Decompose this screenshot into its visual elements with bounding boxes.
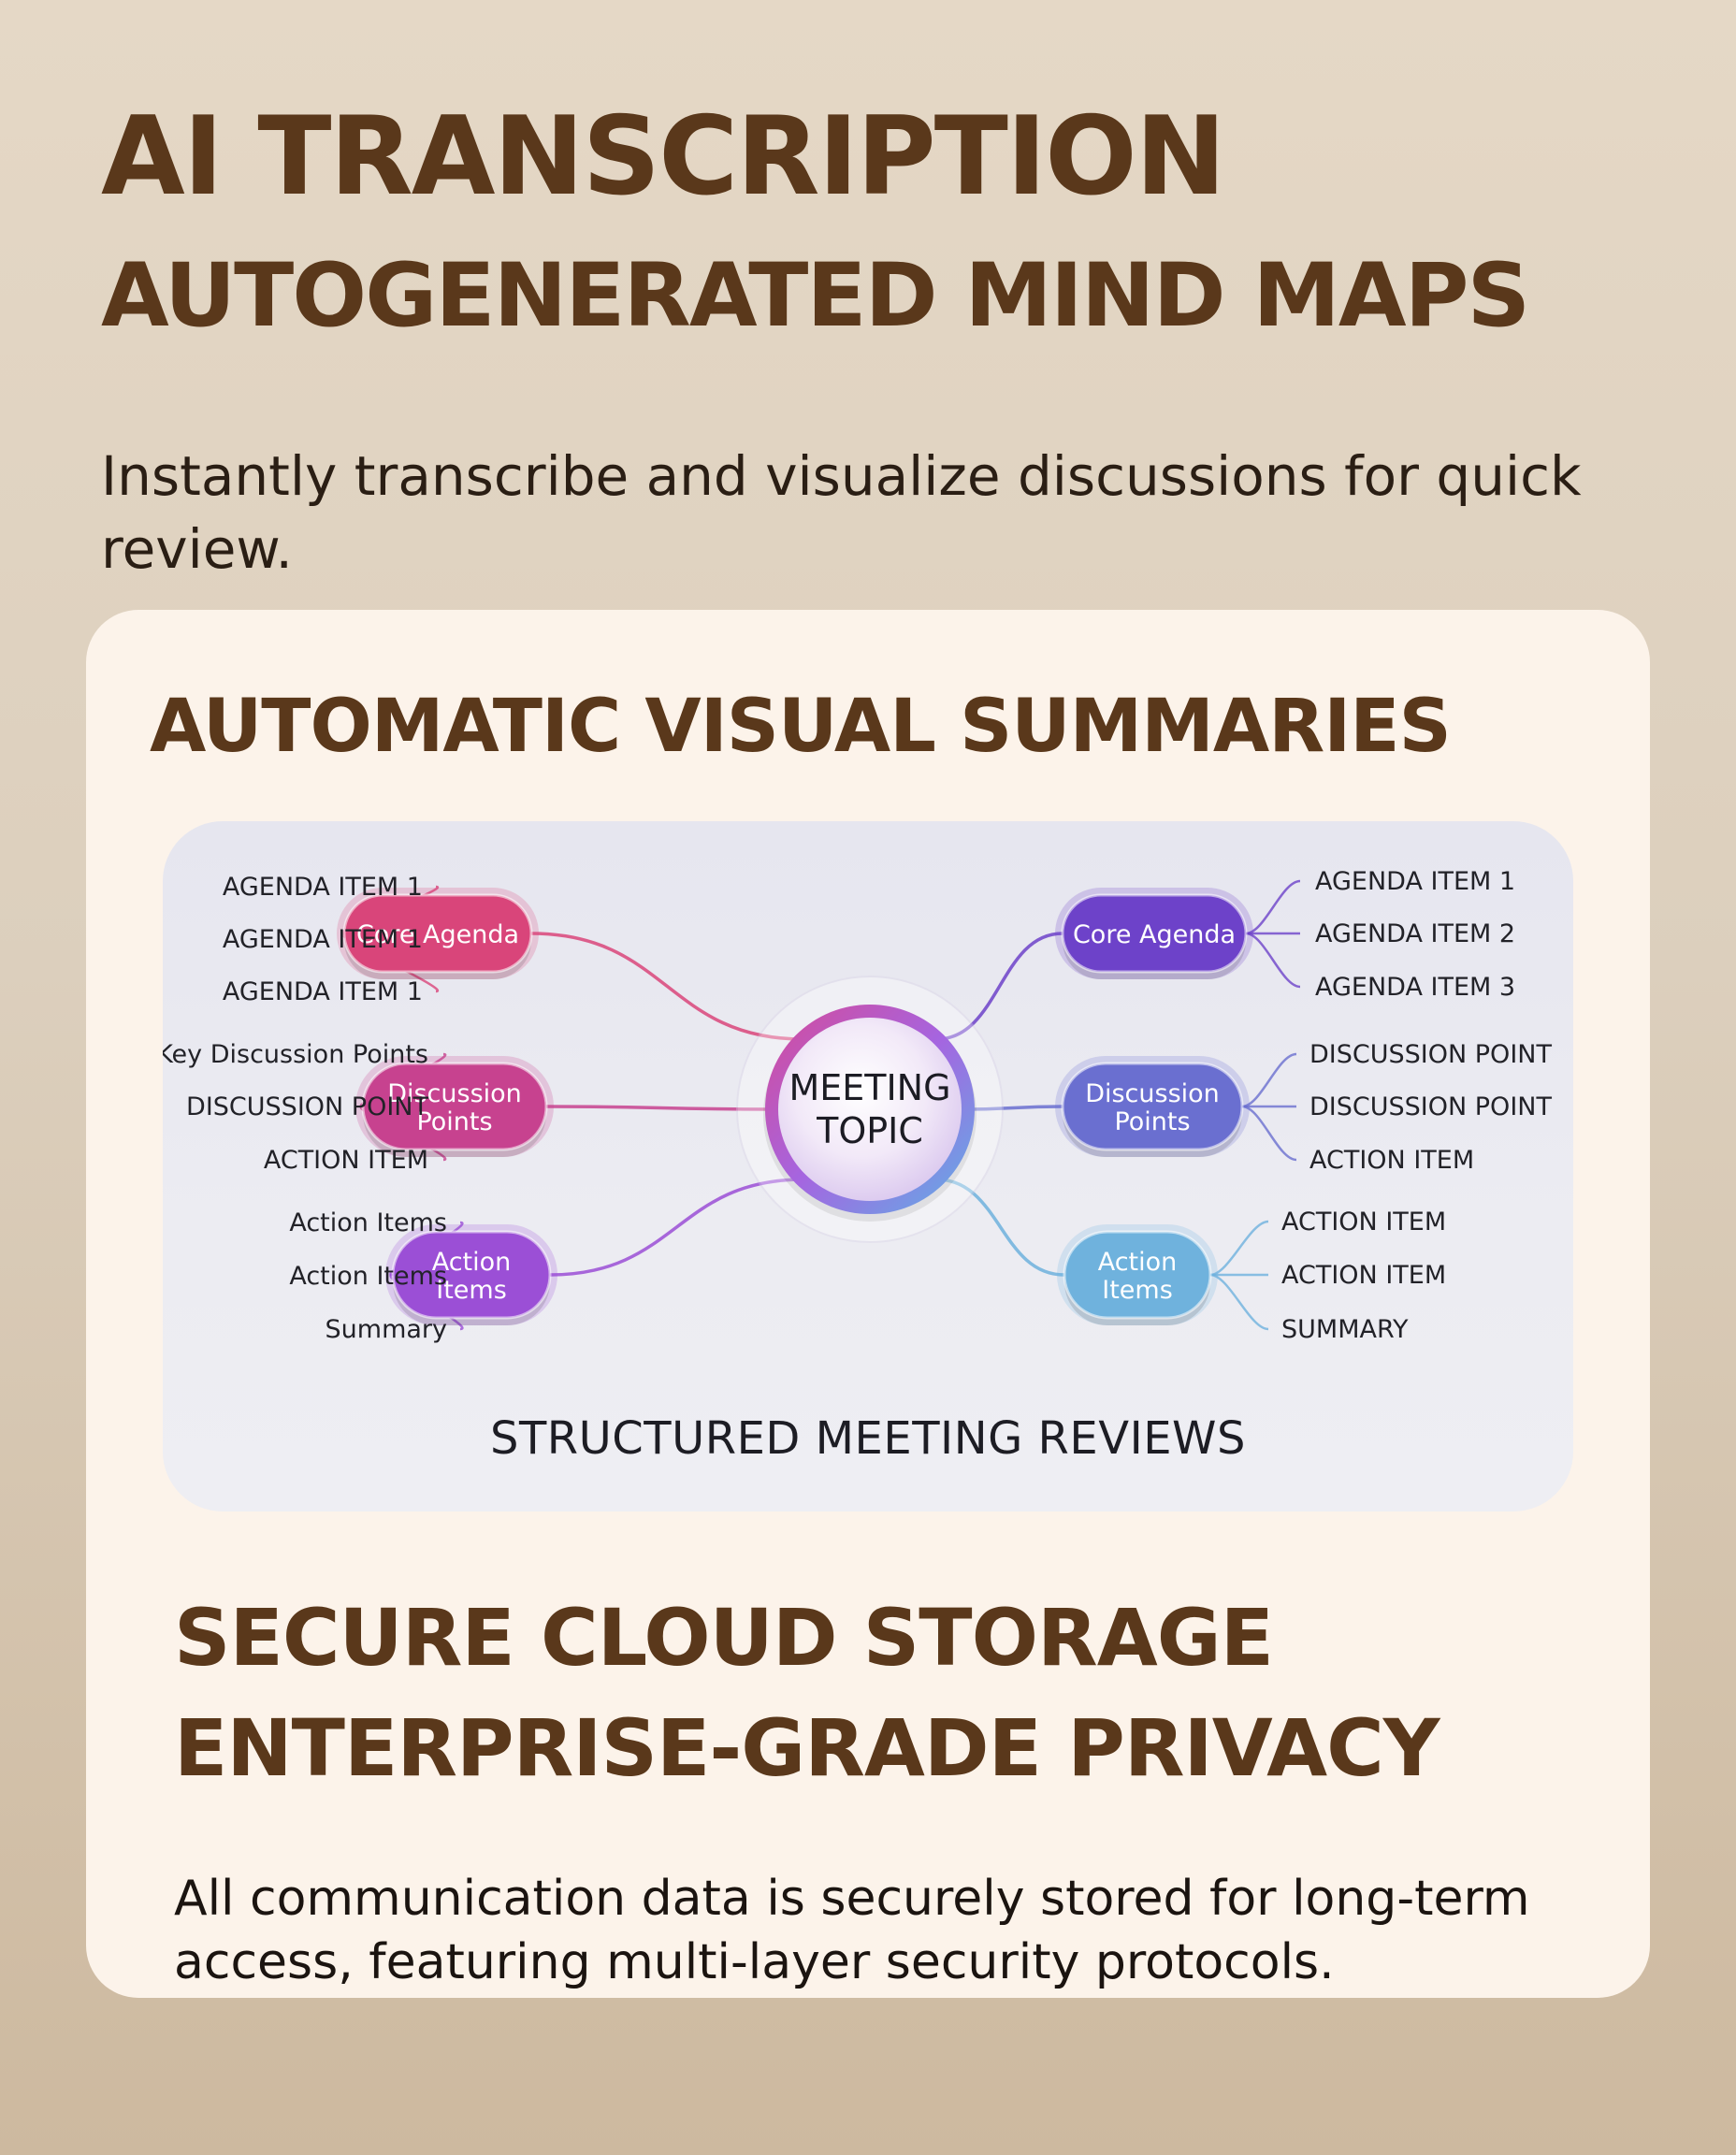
branch-node-label: Points — [416, 1107, 492, 1136]
hero-subtitle: AUTOGENERATED MIND MAPS — [101, 245, 1530, 347]
center-branch-connector — [936, 932, 1063, 1041]
leaf-label: Action Items — [289, 1208, 447, 1237]
branch-node: Core Agenda — [337, 888, 539, 979]
mind-map-diagram: Core AgendaDiscussionPointsActionItemsCo… — [163, 867, 1552, 1344]
branch-node-label: Items — [436, 1276, 507, 1305]
mind-map-footer: STRUCTURED MEETING REVIEWS — [490, 1412, 1246, 1465]
leaf-label: Action Items — [289, 1262, 447, 1291]
branch-node: Core Agenda — [1055, 888, 1253, 979]
branch-node-label: Discussion — [1085, 1079, 1220, 1108]
leaf-label: AGENDA ITEM 3 — [1315, 973, 1515, 1002]
center-branch-connector — [963, 1105, 1063, 1111]
branch-nodes: Core AgendaDiscussionPointsActionItemsCo… — [337, 888, 1253, 1325]
leaf-connector — [1241, 1105, 1297, 1162]
center-node-core — [778, 1018, 962, 1201]
leaf-label: SUMMARY — [1281, 1315, 1409, 1344]
leaf-label: AGENDA ITEM 1 — [223, 873, 423, 902]
branch-node-label: Action — [1098, 1248, 1178, 1277]
leaf-connector — [1241, 1052, 1297, 1108]
branch-node-label: Core Agenda — [1073, 920, 1236, 949]
center-branch-connector — [936, 1178, 1065, 1277]
branch-node-label: Action — [432, 1248, 512, 1277]
center-node-label: TOPIC — [816, 1110, 923, 1151]
branch-node-pill — [1063, 1230, 1212, 1320]
leaf-label: AGENDA ITEM 1 — [223, 925, 423, 954]
branch-node-pill — [391, 1230, 552, 1320]
leaf-connector — [1209, 1220, 1269, 1277]
branch-node-pill — [1061, 893, 1248, 974]
branch-node-pill — [361, 1062, 548, 1151]
leaf-label: ACTION ITEM — [264, 1146, 428, 1175]
leaf-label: Summary — [326, 1315, 447, 1344]
branch-node-label: Items — [1102, 1276, 1173, 1305]
secure-title-line2: ENTERPRISE-GRADE PRIVACY — [174, 1702, 1440, 1794]
leaf-label: AGENDA ITEM 1 — [223, 977, 423, 1006]
hero-title: AI TRANSCRIPTION — [101, 94, 1226, 220]
center-branch-connector — [545, 1105, 776, 1111]
secure-description: All communication data is securely store… — [174, 1871, 1530, 1990]
leaf-label: DISCUSSION POINT — [186, 1092, 428, 1121]
branch-node-label: Discussion — [387, 1079, 522, 1108]
leaf-label: ACTION ITEM — [1281, 1208, 1446, 1237]
leaf-label: ACTION ITEM — [1309, 1146, 1474, 1175]
leaf-label: ACTION ITEM — [1281, 1261, 1446, 1290]
branch-node-pill — [342, 893, 533, 974]
leaf-label: DISCUSSION POINT — [1309, 1092, 1552, 1121]
leaf-label: AGENDA ITEM 1 — [1315, 867, 1515, 896]
leaf-label: Key Discussion Points — [163, 1040, 428, 1069]
branch-node-label: Points — [1114, 1107, 1190, 1136]
leaf-connector — [1245, 879, 1301, 935]
center-branch-connector — [530, 932, 803, 1041]
leaf-connector — [1209, 1273, 1269, 1331]
leaf-connector — [1245, 932, 1301, 989]
secure-title-line1: SECURE CLOUD STORAGE — [174, 1592, 1274, 1684]
section-title: AUTOMATIC VISUAL SUMMARIES — [150, 685, 1452, 769]
branch-node-pill — [1061, 1062, 1244, 1151]
center-node-label: MEETING — [788, 1067, 950, 1108]
hero-description: Instantly transcribe and visualize discu… — [101, 444, 1582, 581]
leaf-label: DISCUSSION POINT — [1309, 1040, 1552, 1069]
leaf-labels: AGENDA ITEM 1 AGENDA ITEM 1 AGENDA ITEM 1 K… — [163, 867, 1552, 1344]
branch-node-label: Core Agenda — [356, 920, 519, 949]
center-branch-connector — [549, 1178, 803, 1277]
leaf-label: AGENDA ITEM 2 — [1315, 919, 1515, 948]
